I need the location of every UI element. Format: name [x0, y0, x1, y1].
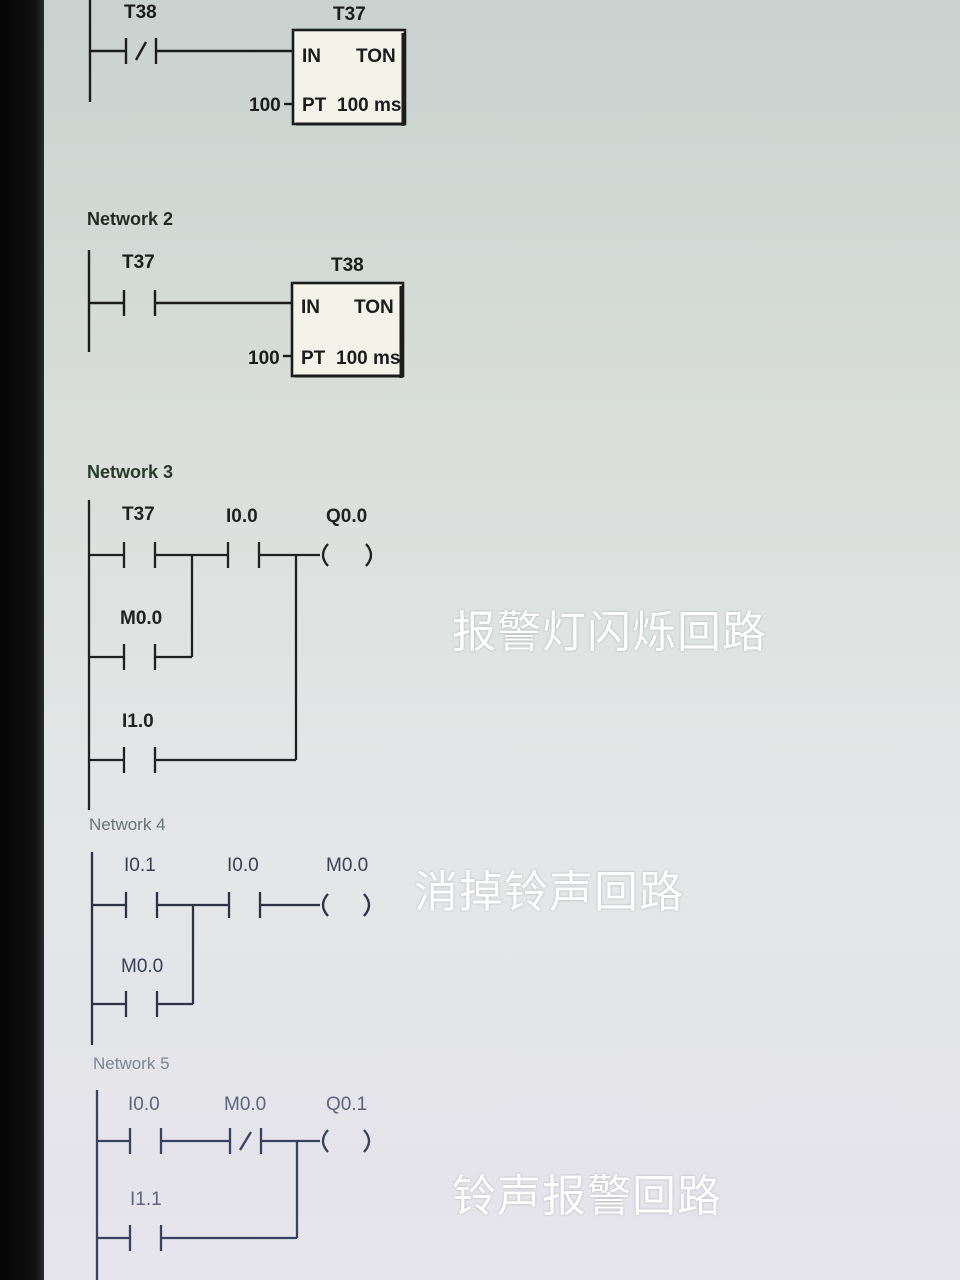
- coil-label: Q0.1: [326, 1094, 367, 1115]
- timer-name: T37: [333, 4, 366, 25]
- contact-label: I0.0: [227, 855, 259, 876]
- annotation-cancel-bell: 消掉铃声回路: [414, 867, 684, 918]
- timer-type: TON: [356, 46, 396, 67]
- timer-box: [290, 281, 405, 378]
- no-contact: [124, 892, 159, 918]
- monitor-bezel: [0, 0, 44, 1280]
- timer-name: T38: [331, 255, 364, 276]
- timer-in-label: IN: [302, 46, 321, 67]
- network-3: [87, 500, 373, 810]
- no-contact: [122, 542, 157, 568]
- timer-box: [291, 28, 407, 126]
- coil-label: Q0.0: [326, 506, 367, 527]
- timer-preset: 100: [249, 95, 281, 116]
- contact-label: I0.0: [226, 506, 258, 527]
- network-2: [87, 250, 405, 378]
- network-4: [90, 852, 371, 1045]
- no-contact: [122, 747, 157, 773]
- output-coil: [321, 543, 373, 567]
- timer-base: 100 ms: [337, 95, 401, 116]
- no-contact: [122, 290, 157, 316]
- contact-label: M0.0: [120, 608, 162, 629]
- contact-label: I0.0: [128, 1094, 160, 1115]
- timer-pt-label: PT: [301, 348, 326, 369]
- contact-label: I1.0: [122, 711, 154, 732]
- contact-label: M0.0: [121, 956, 163, 977]
- no-contact: [128, 1128, 163, 1154]
- no-contact: [124, 991, 159, 1017]
- output-coil: [321, 1129, 371, 1153]
- timer-pt-label: PT: [302, 95, 327, 116]
- no-contact: [226, 542, 261, 568]
- annotation-bell-alarm: 铃声报警回路: [452, 1171, 722, 1222]
- no-contact: [227, 892, 262, 918]
- contact-label: I0.1: [124, 855, 156, 876]
- output-coil: [321, 893, 371, 917]
- annotation-alarm-light: 报警灯闪烁回路: [452, 607, 767, 658]
- contact-label: T37: [122, 252, 155, 273]
- no-contact: [128, 1225, 163, 1251]
- network-title: Network 3: [87, 462, 173, 482]
- network-1: [88, 0, 407, 126]
- timer-in-label: IN: [301, 297, 320, 318]
- nc-contact: [228, 1128, 263, 1154]
- nc-contact: [124, 38, 158, 64]
- network-title: Network 5: [93, 1054, 170, 1073]
- timer-preset: 100: [248, 348, 280, 369]
- network-5: [95, 1090, 371, 1280]
- timer-base: 100 ms: [336, 348, 400, 369]
- contact-label: T37: [122, 504, 155, 525]
- contact-label: M0.0: [224, 1094, 266, 1115]
- contact-label: I1.1: [130, 1189, 162, 1210]
- timer-type: TON: [354, 297, 394, 318]
- coil-label: M0.0: [326, 855, 368, 876]
- contact-label: T38: [124, 2, 157, 23]
- network-title: Network 2: [87, 209, 173, 229]
- no-contact: [122, 644, 157, 670]
- network-title: Network 4: [89, 815, 166, 834]
